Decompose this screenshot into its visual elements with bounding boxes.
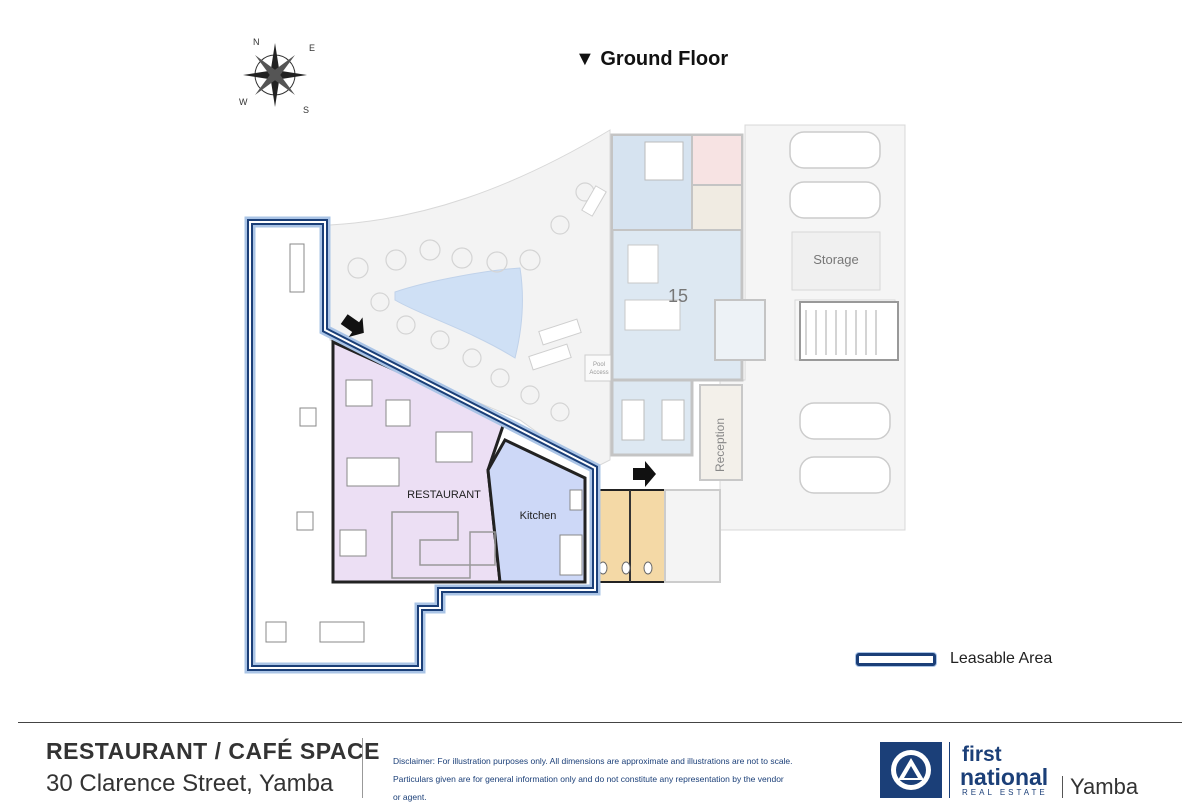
bar-counter — [391, 511, 496, 579]
reception-label: Reception — [713, 418, 727, 472]
first-national-logo-icon — [880, 742, 942, 798]
disclaimer-line-3: or agent. — [393, 792, 427, 802]
legend: Leasable Area — [856, 650, 1052, 668]
car-icons — [789, 131, 891, 494]
brand-first: first — [962, 743, 1002, 766]
compass-s: S — [303, 105, 309, 115]
entry-arrow-icon-2 — [633, 461, 656, 487]
logo-divider — [949, 742, 950, 798]
brand-tagline: REAL ESTATE — [962, 788, 1048, 797]
stairs — [799, 301, 899, 361]
tree-icons — [347, 182, 595, 422]
toilets-block — [592, 489, 721, 583]
unit-number: 15 — [668, 286, 688, 306]
reception-room — [699, 384, 743, 481]
unit-15: 15 — [610, 133, 766, 457]
pool-access-label-2: Access — [589, 370, 608, 376]
compass-e: E — [309, 43, 315, 53]
pool-access-box — [584, 354, 614, 382]
entry-arrow-icon — [340, 314, 364, 337]
leasable-area-swatch — [856, 652, 936, 666]
pool — [394, 267, 523, 359]
kitchen-sink — [569, 489, 583, 511]
legend-label: Leasable Area — [950, 650, 1053, 667]
floor-plan: N E S W Pool Access — [239, 37, 906, 674]
compass-w: W — [239, 97, 248, 107]
dining-tables — [265, 243, 473, 643]
brand-national: national — [960, 764, 1049, 790]
disclaimer-line-1: Disclaimer: For illustration purposes on… — [393, 756, 793, 766]
brand-location: Yamba — [1070, 774, 1139, 799]
brand-separator — [1062, 776, 1063, 798]
pool-loungers — [528, 185, 607, 371]
kitchen-bench — [559, 534, 583, 576]
footer-divider — [18, 722, 1182, 723]
compass-icon: N E S W — [239, 37, 315, 115]
floor-marker-icon: ▼ — [575, 48, 595, 70]
kitchen-label: Kitchen — [520, 510, 557, 522]
brand-logo: first national REAL ESTATE Yamba — [880, 740, 1190, 800]
disclaimer: Disclaimer: For illustration purposes on… — [393, 752, 843, 806]
pool-access-label-1: Pool — [593, 362, 605, 368]
storage-label: Storage — [813, 252, 859, 267]
restaurant-label: RESTAURANT — [407, 489, 481, 501]
footer-vertical-divider — [362, 738, 363, 798]
floor-title-text: Ground Floor — [600, 48, 729, 70]
floor-title: ▼ Ground Floor — [575, 48, 728, 71]
disclaimer-line-2: Particulars given are for general inform… — [393, 774, 784, 784]
compass-n: N — [253, 37, 260, 47]
property-title: RESTAURANT / CAFÉ SPACE — [46, 738, 380, 764]
property-address: 30 Clarence Street, Yamba — [46, 770, 334, 797]
